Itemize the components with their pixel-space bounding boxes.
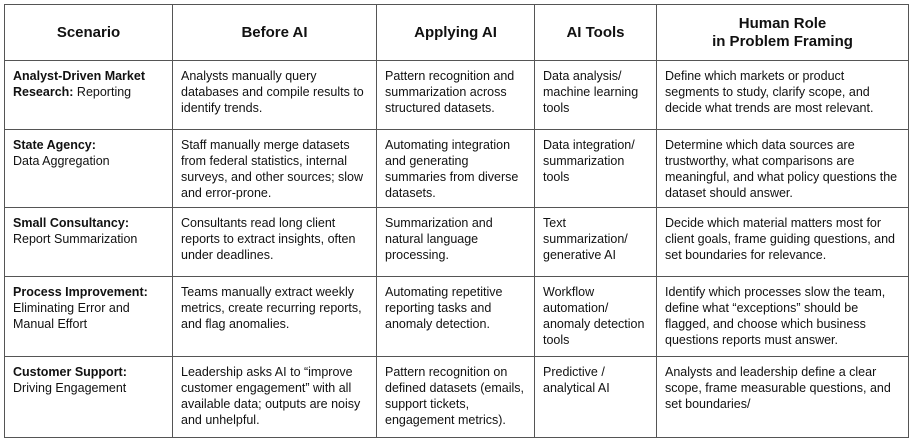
scenario-title: Customer Support:	[13, 365, 127, 379]
human-role-cell: Analysts and leadership define a clear s…	[656, 356, 909, 438]
scenario-cell: Process Improvement: Eliminating Error a…	[4, 276, 173, 357]
applying-ai-cell: Pattern recognition on defined datasets …	[376, 356, 535, 438]
applying-ai-cell: Automating integration and generating su…	[376, 129, 535, 208]
before-ai-cell: Staff manually merge datasets from feder…	[172, 129, 377, 208]
scenario-cell: Small Consultancy: Report Summarization	[4, 207, 173, 277]
scenario-subtitle: Eliminating Error and Manual Effort	[13, 301, 130, 331]
ai-tools-cell: Data analysis/ machine learning tools	[534, 60, 657, 130]
before-ai-cell: Consultants read long client reports to …	[172, 207, 377, 277]
table-row: Analyst-Driven Market Research: Reportin…	[4, 60, 909, 130]
scenario-subtitle: Reporting	[73, 85, 132, 99]
scenario-subtitle: Data Aggregation	[13, 154, 110, 168]
table-row: Small Consultancy: Report Summarization …	[4, 207, 909, 277]
table-row: Customer Support: Driving Engagement Lea…	[4, 356, 909, 438]
applying-ai-cell: Pattern recognition and summarization ac…	[376, 60, 535, 130]
scenario-title: Small Consultancy:	[13, 216, 129, 230]
human-role-cell: Define which markets or product segments…	[656, 60, 909, 130]
applying-ai-cell: Summarization and natural language proce…	[376, 207, 535, 277]
scenario-title: State Agency:	[13, 138, 96, 152]
scenario-subtitle: Driving Engagement	[13, 381, 127, 395]
human-role-cell: Determine which data sources are trustwo…	[656, 129, 909, 208]
human-role-cell: Decide which material matters most for c…	[656, 207, 909, 277]
header-scenario: Scenario	[4, 4, 173, 61]
scenario-subtitle: Report Summarization	[13, 232, 138, 246]
comparison-table: Scenario Before AI Applying AI AI Tools …	[4, 4, 909, 438]
table-row: Process Improvement: Eliminating Error a…	[4, 276, 909, 357]
scenario-title: Analyst-Driven Market Research:	[13, 69, 145, 99]
before-ai-cell: Analysts manually query databases and co…	[172, 60, 377, 130]
ai-tools-cell: Workflow automation/ anomaly detection t…	[534, 276, 657, 357]
header-ai-tools: AI Tools	[534, 4, 657, 61]
header-applying-ai: Applying AI	[376, 4, 535, 61]
before-ai-cell: Teams manually extract weekly metrics, c…	[172, 276, 377, 357]
header-before-ai: Before AI	[172, 4, 377, 61]
header-human-role: Human Role in Problem Framing	[656, 4, 909, 61]
human-role-cell: Identify which processes slow the team, …	[656, 276, 909, 357]
ai-tools-cell: Text summarization/ generative AI	[534, 207, 657, 277]
before-ai-cell: Leadership asks AI to “improve customer …	[172, 356, 377, 438]
scenario-cell: Customer Support: Driving Engagement	[4, 356, 173, 438]
table-header-row: Scenario Before AI Applying AI AI Tools …	[4, 4, 909, 61]
table-row: State Agency: Data Aggregation Staff man…	[4, 129, 909, 208]
scenario-title: Process Improvement:	[13, 285, 148, 299]
scenario-cell: Analyst-Driven Market Research: Reportin…	[4, 60, 173, 130]
ai-tools-cell: Data integration/ summarization tools	[534, 129, 657, 208]
ai-tools-cell: Predictive / analytical AI	[534, 356, 657, 438]
applying-ai-cell: Automating repetitive reporting tasks an…	[376, 276, 535, 357]
scenario-cell: State Agency: Data Aggregation	[4, 129, 173, 208]
